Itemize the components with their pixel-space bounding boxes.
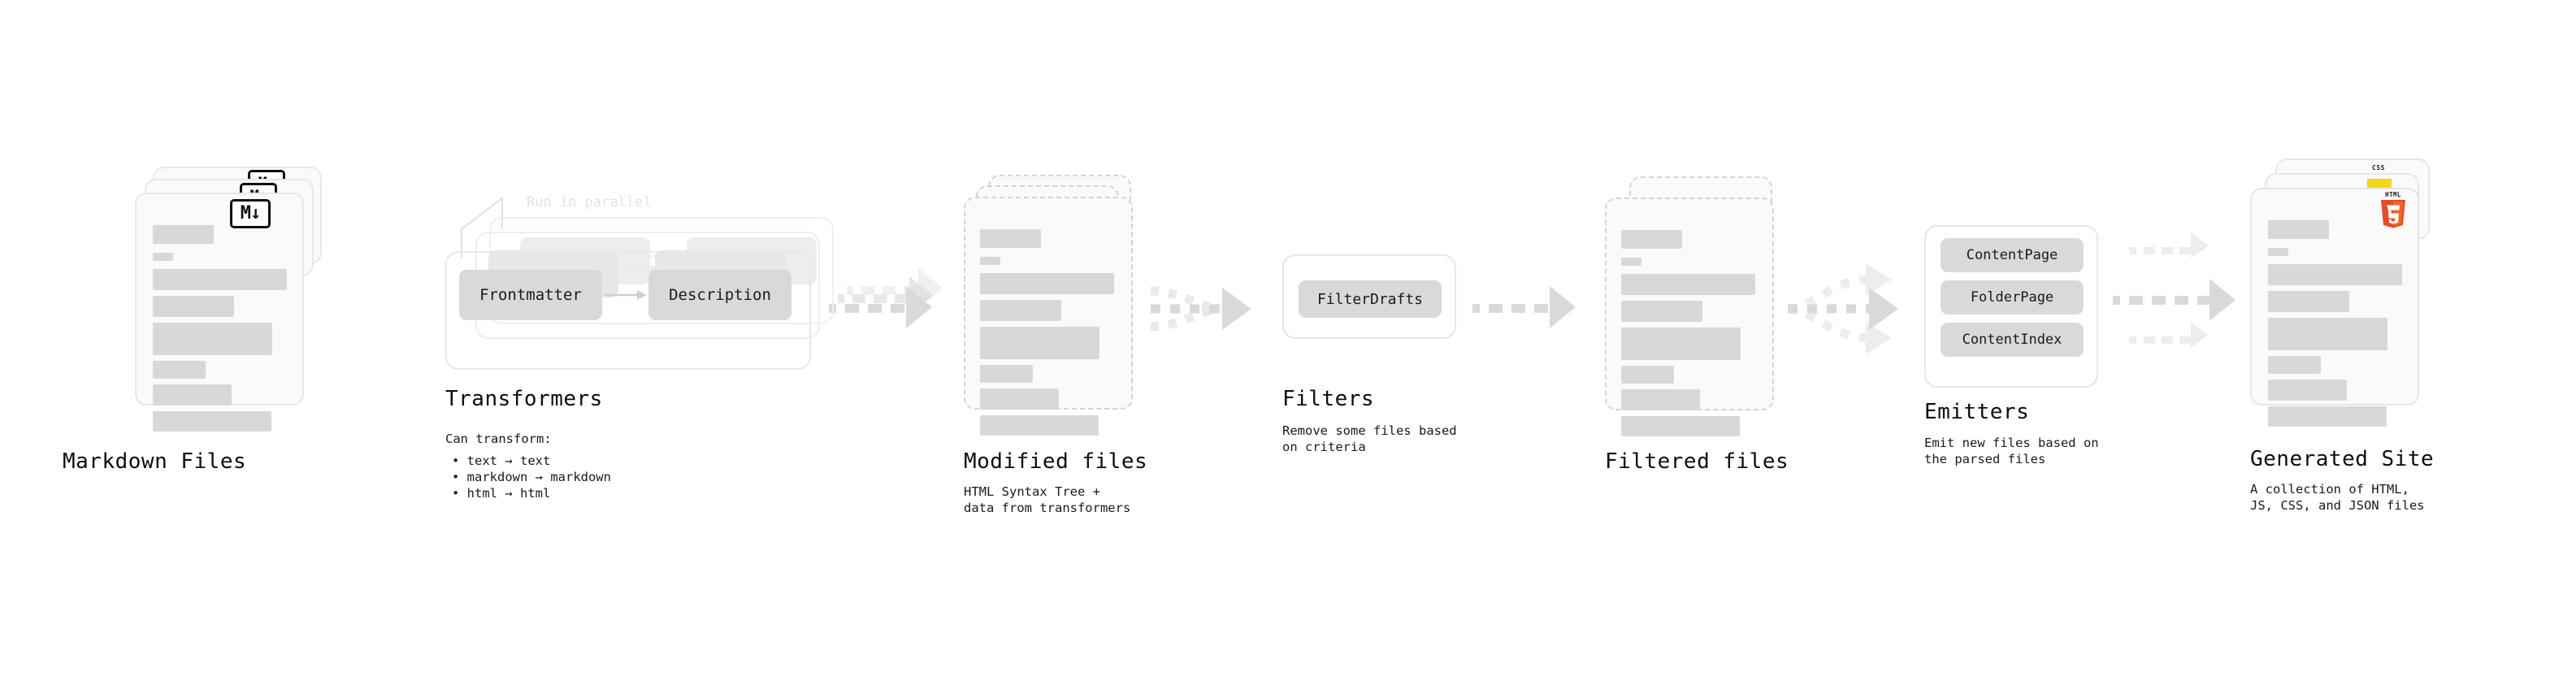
arrow-emitters-to-site (2113, 229, 2259, 367)
transformers-bullet-list: • text → text • markdown → markdown • ht… (452, 453, 611, 501)
svg-text:HTML: HTML (2385, 191, 2401, 198)
emitter-chip-label: FolderPage (1970, 289, 2054, 306)
stage-label-generated-site: Generated Site (2250, 447, 2435, 471)
stage-label-filters: Filters (1282, 387, 1375, 411)
transformers-description: Can transform: (445, 432, 552, 446)
filtered-card-front (1605, 197, 1774, 436)
stage-label-modified-files: Modified files (964, 449, 1148, 474)
skeleton-bar (1621, 389, 1700, 410)
skeleton-bar (1621, 274, 1755, 295)
skeleton-bar (153, 384, 232, 406)
skeleton-bar (1621, 301, 1702, 322)
skeleton-bar (153, 323, 272, 355)
skeleton-bar (980, 257, 1000, 265)
css-icon-label: CSS (2372, 164, 2385, 171)
stage-label-markdown-files: Markdown Files (63, 449, 247, 474)
stage-label-transformers: Transformers (445, 387, 603, 411)
skeleton-bar (2268, 380, 2347, 401)
skeleton-bar (153, 269, 287, 290)
skeleton-bar (1621, 258, 1641, 266)
transformer-chip-label: Frontmatter (479, 286, 582, 304)
emitter-chip-folderpage[interactable]: FolderPage (1941, 280, 2084, 314)
arrow-filtered-to-emitters (1788, 244, 1934, 374)
bullet-text: html → html (466, 486, 551, 501)
markdown-icon-front: M↓ (230, 199, 271, 228)
skeleton-bar (980, 388, 1059, 410)
emitter-chip-label: ContentPage (1966, 247, 2058, 263)
skeleton-bar (980, 229, 1041, 248)
run-in-parallel-bracket (461, 196, 503, 258)
arrow-filters-to-filtered (1472, 286, 1611, 335)
skeleton-bar (1621, 416, 1740, 436)
emitter-chip-contentpage[interactable]: ContentPage (1941, 238, 2084, 272)
skeleton-bar (1621, 230, 1682, 249)
transformer-inner-arrow-front (605, 290, 647, 300)
skeleton-bar (980, 327, 1099, 359)
skeleton-bar (1621, 327, 1741, 360)
markdown-card-front (135, 193, 304, 432)
modified-files-description: HTML Syntax Tree + data from transformer… (964, 484, 1131, 515)
skeleton-bar (2268, 406, 2387, 427)
skeleton-bar (980, 415, 1099, 436)
transformer-chip-description[interactable]: Description (648, 270, 791, 320)
skeleton-bar (153, 296, 234, 317)
modified-card-front (964, 197, 1133, 436)
filters-description: Remove some files based on criteria (1282, 423, 1457, 454)
skeleton-bar (2268, 248, 2288, 256)
run-in-parallel-label: Run in parallel (527, 194, 652, 210)
skeleton-bar (980, 365, 1033, 383)
skeleton-bar (153, 411, 271, 432)
skeleton-bar (153, 361, 206, 379)
site-card-front (2250, 188, 2419, 427)
skeleton-bar (2268, 220, 2329, 239)
skeleton-bar (153, 253, 173, 261)
emitter-chip-label: ContentIndex (1962, 332, 2062, 348)
skeleton-bar (2268, 356, 2321, 374)
stage-label-emitters: Emitters (1924, 400, 2030, 424)
skeleton-bar (1621, 366, 1674, 384)
transformer-chip-label: Description (669, 286, 771, 304)
transformer-frame-front (445, 251, 811, 370)
transformers-bullet: • text → text (452, 453, 551, 468)
transformer-chip-frontmatter[interactable]: Frontmatter (459, 270, 602, 320)
arrow-transformers-to-modified (829, 268, 975, 349)
skeleton-bar (2268, 264, 2402, 285)
emitter-chip-contentindex[interactable]: ContentIndex (1941, 323, 2084, 357)
skeleton-bar (153, 225, 214, 244)
filter-chip-filterdrafts[interactable]: FilterDrafts (1299, 280, 1442, 318)
bullet-text: markdown → markdown (466, 470, 611, 484)
filter-chip-label: FilterDrafts (1316, 290, 1424, 308)
html5-icon: HTML (2381, 191, 2405, 228)
emitters-description: Emit new files based on the parsed files (1924, 436, 2099, 466)
skeleton-bar (2268, 291, 2349, 312)
transformers-bullet: • markdown → markdown (452, 470, 611, 484)
arrow-modified-to-filters (1147, 260, 1290, 358)
skeleton-bar (2268, 318, 2387, 350)
stage-label-filtered-files: Filtered files (1605, 449, 1789, 474)
skeleton-bar (980, 273, 1114, 294)
bullet-text: text → text (466, 453, 551, 468)
generated-site-description: A collection of HTML, JS, CSS, and JSON … (2250, 482, 2425, 513)
skeleton-bar (980, 300, 1061, 321)
transformers-bullet: • html → html (452, 486, 551, 501)
